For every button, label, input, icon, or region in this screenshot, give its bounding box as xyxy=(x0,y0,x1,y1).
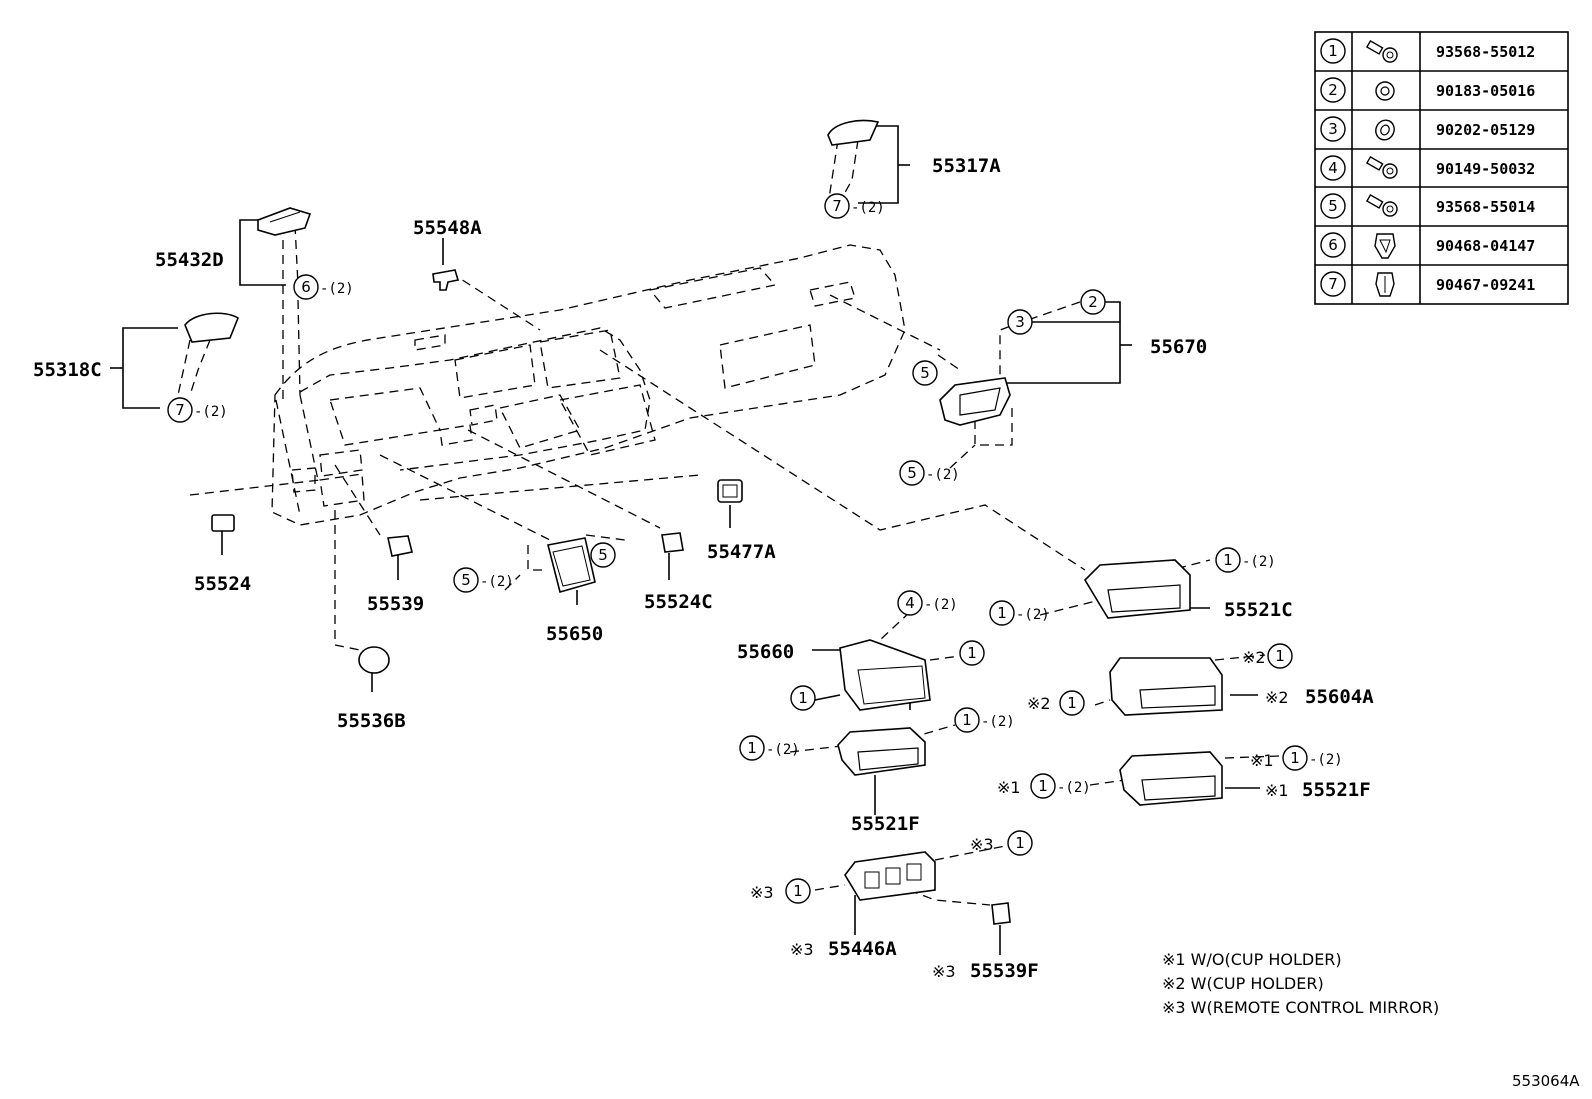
parts-table: 1 93568-55012 2 90183-05016 3 90202-0512… xyxy=(1314,31,1569,305)
label-55521C: 55521C xyxy=(1224,599,1293,621)
svg-text:※3: ※3 xyxy=(932,962,956,981)
table-key: 1 xyxy=(1328,42,1338,60)
screw-icon xyxy=(1365,193,1398,217)
svg-text:-(2): -(2) xyxy=(320,281,354,297)
label-55604A: 55604A xyxy=(1305,686,1374,708)
footnote-3: ※3 W(REMOTE CONTROL MIRROR) xyxy=(1162,998,1439,1017)
label-55524C: 55524C xyxy=(644,591,713,613)
instrument-panel-outline xyxy=(271,244,906,526)
callout-qty: -(2) xyxy=(851,200,885,216)
table-key: 3 xyxy=(1328,120,1338,138)
svg-text:1: 1 xyxy=(1290,749,1300,767)
table-key: 6 xyxy=(1328,236,1338,254)
svg-text:-(2): -(2) xyxy=(766,742,800,758)
svg-text:-(2): -(2) xyxy=(1016,607,1050,623)
svg-text:5: 5 xyxy=(598,546,608,564)
svg-text:1: 1 xyxy=(798,689,808,707)
table-key-circle xyxy=(1320,38,1346,64)
svg-text:※3: ※3 xyxy=(750,883,774,902)
table-part-number: 90202-05129 xyxy=(1436,121,1535,139)
drawing-reference: 553064A xyxy=(1512,1072,1580,1090)
clip-icon xyxy=(1375,272,1395,297)
footnote-2: ※2 W(CUP HOLDER) xyxy=(1162,974,1324,993)
svg-text:※1: ※1 xyxy=(1265,781,1289,800)
screw-icon xyxy=(1365,155,1398,179)
svg-text:7: 7 xyxy=(175,401,185,419)
footnotes: ※1 W/O(CUP HOLDER) ※2 W(CUP HOLDER) ※3 W… xyxy=(1162,950,1439,1017)
svg-text:6: 6 xyxy=(301,278,311,296)
nut-icon xyxy=(1375,81,1395,101)
screw-icon xyxy=(1365,39,1398,63)
svg-text:1: 1 xyxy=(1275,647,1285,665)
label-55548A: 55548A xyxy=(413,217,482,239)
table-part-number: 90468-04147 xyxy=(1436,237,1535,255)
svg-text:-(2): -(2) xyxy=(924,597,958,613)
washer-icon xyxy=(1375,119,1395,141)
svg-text:5: 5 xyxy=(461,571,471,589)
table-key: 4 xyxy=(1328,159,1338,177)
svg-text:※3: ※3 xyxy=(970,835,994,854)
svg-text:※1: ※1 xyxy=(997,778,1021,797)
label-55521F-left: 55521F xyxy=(851,813,920,835)
label-55650: 55650 xyxy=(546,623,603,645)
label-55318C: 55318C xyxy=(33,359,102,381)
assembly-lines xyxy=(110,125,1281,955)
label-55536B: 55536B xyxy=(337,710,406,732)
label-55317A: 55317A xyxy=(932,155,1001,177)
clip-icon xyxy=(1374,233,1396,259)
svg-text:※1: ※1 xyxy=(1250,751,1274,770)
table-key: 5 xyxy=(1328,197,1338,215)
svg-text:1: 1 xyxy=(1038,777,1048,795)
label-55521F-right: 55521F xyxy=(1302,779,1371,801)
svg-text:-(2): -(2) xyxy=(981,714,1015,730)
label-55539F: 55539F xyxy=(970,960,1039,982)
table-key: 2 xyxy=(1328,81,1338,99)
callout-number: 7 xyxy=(832,197,842,215)
svg-text:1: 1 xyxy=(747,739,757,757)
part-labels: 55317A 55548A 55432D 55318C 55670 55524 … xyxy=(33,155,1374,982)
svg-text:1: 1 xyxy=(967,644,977,662)
table-key: 7 xyxy=(1328,275,1338,293)
svg-text:-(2): -(2) xyxy=(1242,554,1276,570)
svg-text:2: 2 xyxy=(1088,293,1098,311)
footnote-1: ※1 W/O(CUP HOLDER) xyxy=(1162,950,1342,969)
label-55539: 55539 xyxy=(367,593,424,615)
part-shapes xyxy=(184,119,1223,925)
table-part-number: 90467-09241 xyxy=(1436,276,1535,294)
svg-text:4: 4 xyxy=(905,594,915,612)
label-55432D: 55432D xyxy=(155,249,224,271)
svg-text:1: 1 xyxy=(997,604,1007,622)
table-part-number: 93568-55014 xyxy=(1436,198,1535,216)
label-55477A: 55477A xyxy=(707,541,776,563)
svg-text:※2: ※2 xyxy=(1242,648,1266,667)
callout-circles: 7 -(2) 6 -(2) 7 -(2) 2 3 5 5 -(2) 5 5 -(… xyxy=(167,193,1343,904)
table-part-number: 90183-05016 xyxy=(1436,82,1535,100)
label-55446A: 55446A xyxy=(828,938,897,960)
svg-text:※2: ※2 xyxy=(1027,694,1051,713)
svg-text:5: 5 xyxy=(920,364,930,382)
svg-text:1: 1 xyxy=(1015,834,1025,852)
svg-text:-(2): -(2) xyxy=(194,404,228,420)
svg-text:1: 1 xyxy=(793,882,803,900)
svg-text:-(2): -(2) xyxy=(926,467,960,483)
svg-text:1: 1 xyxy=(1067,694,1077,712)
table-part-number: 93568-55012 xyxy=(1436,43,1535,61)
svg-text:※2: ※2 xyxy=(1265,688,1289,707)
table-part-number: 90149-50032 xyxy=(1436,160,1535,178)
svg-text:3: 3 xyxy=(1015,313,1025,331)
svg-text:1: 1 xyxy=(962,711,972,729)
svg-text:1: 1 xyxy=(1223,551,1233,569)
label-55660: 55660 xyxy=(737,641,794,663)
svg-text:-(2): -(2) xyxy=(480,574,514,590)
svg-text:-(2): -(2) xyxy=(1309,752,1343,768)
svg-text:5: 5 xyxy=(907,464,917,482)
svg-text:※3: ※3 xyxy=(790,940,814,959)
label-55524: 55524 xyxy=(194,573,251,595)
svg-text:-(2): -(2) xyxy=(1057,780,1091,796)
label-55670: 55670 xyxy=(1150,336,1207,358)
